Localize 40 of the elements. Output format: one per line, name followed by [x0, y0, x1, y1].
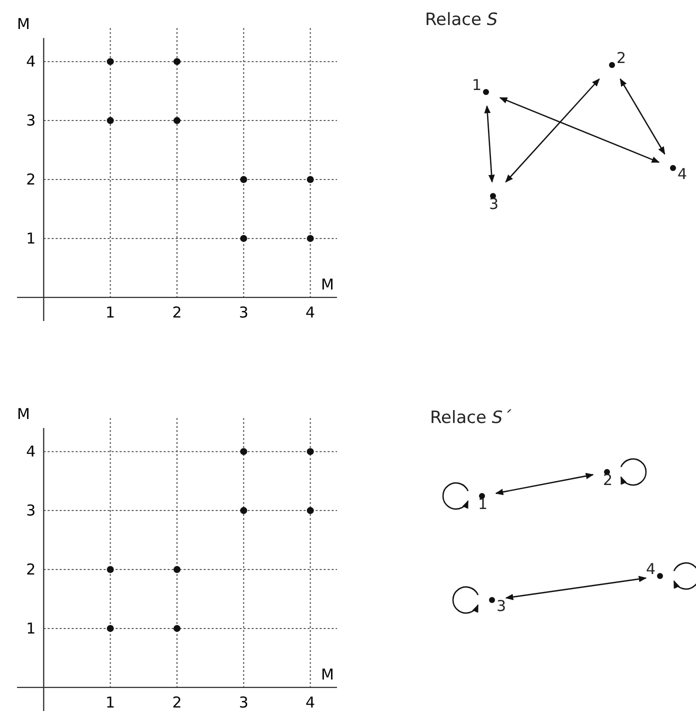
vertex: 3	[478, 586, 506, 614]
tick-label: 4	[26, 442, 36, 461]
axis-label: M	[17, 405, 30, 423]
axis-label: M	[321, 275, 334, 294]
axis-label: M	[321, 665, 334, 684]
loop-arrow	[620, 458, 647, 486]
vertex: 4	[646, 562, 674, 590]
tick-label: 2	[172, 303, 182, 322]
tick-label: 1	[106, 693, 116, 712]
tick-label: 1	[106, 303, 116, 322]
tick-label: 3	[238, 303, 248, 322]
vertex: 1	[468, 482, 496, 510]
loop-arrow	[452, 586, 479, 614]
arrow	[620, 78, 666, 155]
arrow	[499, 97, 660, 163]
axis-label: M	[17, 15, 30, 33]
vertex: 4	[659, 154, 687, 182]
vertex: 1	[472, 78, 500, 106]
vertex: 3	[479, 182, 507, 210]
tick-label: 2	[26, 170, 36, 188]
arrow	[484, 105, 495, 183]
loop-arrow	[442, 482, 469, 510]
vertex: 2	[598, 51, 626, 79]
vertex: 2	[593, 458, 621, 486]
arrow	[495, 472, 594, 496]
loop-arrow	[673, 562, 696, 590]
tick-label: 4	[306, 303, 316, 322]
tick-label: 1	[26, 229, 36, 248]
tick-label: 2	[26, 560, 36, 578]
section-heading: Relace S	[425, 10, 498, 30]
tick-label: 3	[238, 693, 248, 712]
arrow	[505, 576, 647, 600]
tick-label: 2	[172, 693, 182, 712]
section-heading: Relace S´	[430, 408, 512, 428]
tick-label: 4	[26, 52, 36, 71]
tick-label: 4	[306, 693, 316, 712]
tick-label: 1	[26, 619, 36, 638]
tick-label: 3	[26, 112, 36, 130]
tick-label: 3	[26, 502, 36, 520]
arrow	[505, 78, 600, 183]
